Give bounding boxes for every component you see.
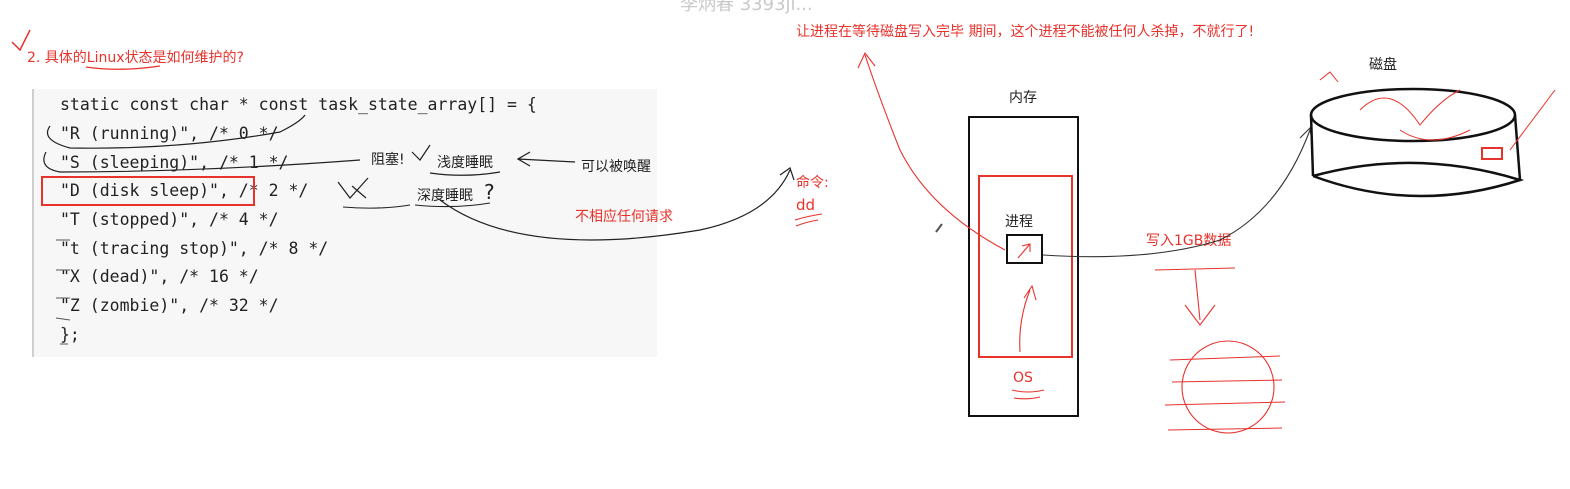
note-blocked: 阻塞!	[371, 152, 405, 168]
code-line: "S (sleeping)", /* 1 */	[60, 153, 289, 172]
command-value: dd	[796, 196, 816, 214]
underline-deep	[342, 204, 411, 209]
tick-marks	[55, 239, 71, 345]
command-label: 命令:	[796, 175, 829, 191]
memory-label: 内存	[1009, 90, 1037, 106]
arrow-in-os	[1019, 284, 1037, 353]
arc-process-up	[857, 51, 1006, 251]
underline-dd	[794, 213, 823, 227]
disk-sides	[1309, 114, 1522, 181]
note-deep-sleep: 深度睡眠	[417, 188, 473, 204]
arrow-in-process	[1017, 243, 1031, 259]
underline-shallow	[429, 171, 501, 176]
write-sketch	[1154, 267, 1236, 326]
diagram-title-note: 让进程在等待磁盘写入完毕 期间，这个进程不能被任何人杀掉，不就行了!	[796, 24, 1255, 40]
note-question: ?	[484, 180, 495, 204]
circle-lines	[1164, 355, 1286, 431]
disk-scribbles	[1319, 71, 1556, 151]
process-box	[1006, 234, 1043, 264]
checkmark-blocked	[411, 144, 431, 161]
curve-sleeping	[43, 151, 361, 173]
note-shallow-sleep: 浅度睡眠	[437, 155, 493, 171]
code-line: "X (dead)", /* 16 */	[60, 267, 259, 286]
code-line: };	[60, 325, 80, 344]
underline-os	[1011, 389, 1045, 400]
code-line: "T (stopped)", /* 4 */	[60, 210, 279, 229]
loop-running	[46, 114, 306, 149]
note-no-response: 不相应任何请求	[575, 209, 673, 225]
process-label: 进程	[1005, 214, 1033, 230]
underline-deep2	[414, 202, 491, 208]
code-panel: static const char * const task_state_arr…	[32, 89, 657, 357]
section-heading: 2. 具体的Linux状态是如何维护的?	[27, 50, 244, 66]
disk-bottom	[1312, 161, 1525, 198]
note-can-wake: 可以被唤醒	[581, 159, 651, 175]
top-faded-text: 李炳春 3393jl...	[680, 0, 813, 15]
os-region-box	[978, 175, 1073, 358]
cross-deep	[337, 177, 369, 199]
disk-sector	[1481, 147, 1503, 160]
disk-label: 磁盘	[1369, 57, 1397, 73]
code-line: static const char * const task_state_arr…	[60, 95, 537, 114]
memory-box	[968, 116, 1079, 417]
os-label: OS	[1013, 370, 1033, 386]
arrow-can-wake	[516, 151, 576, 167]
code-line: "Z (zombie)", /* 32 */	[60, 296, 279, 315]
pencil-mark	[935, 223, 943, 233]
line-process-disk	[1042, 126, 1313, 258]
checkmark-heading	[11, 29, 31, 52]
highlight-box-disk-sleep	[41, 176, 255, 206]
data-circle	[1181, 340, 1275, 434]
code-line: "t (tracing stop)", /* 8 */	[60, 239, 329, 258]
arrow-to-command	[439, 167, 795, 241]
write-label: 写入1GB数据	[1146, 233, 1232, 249]
underline-heading	[85, 65, 161, 70]
